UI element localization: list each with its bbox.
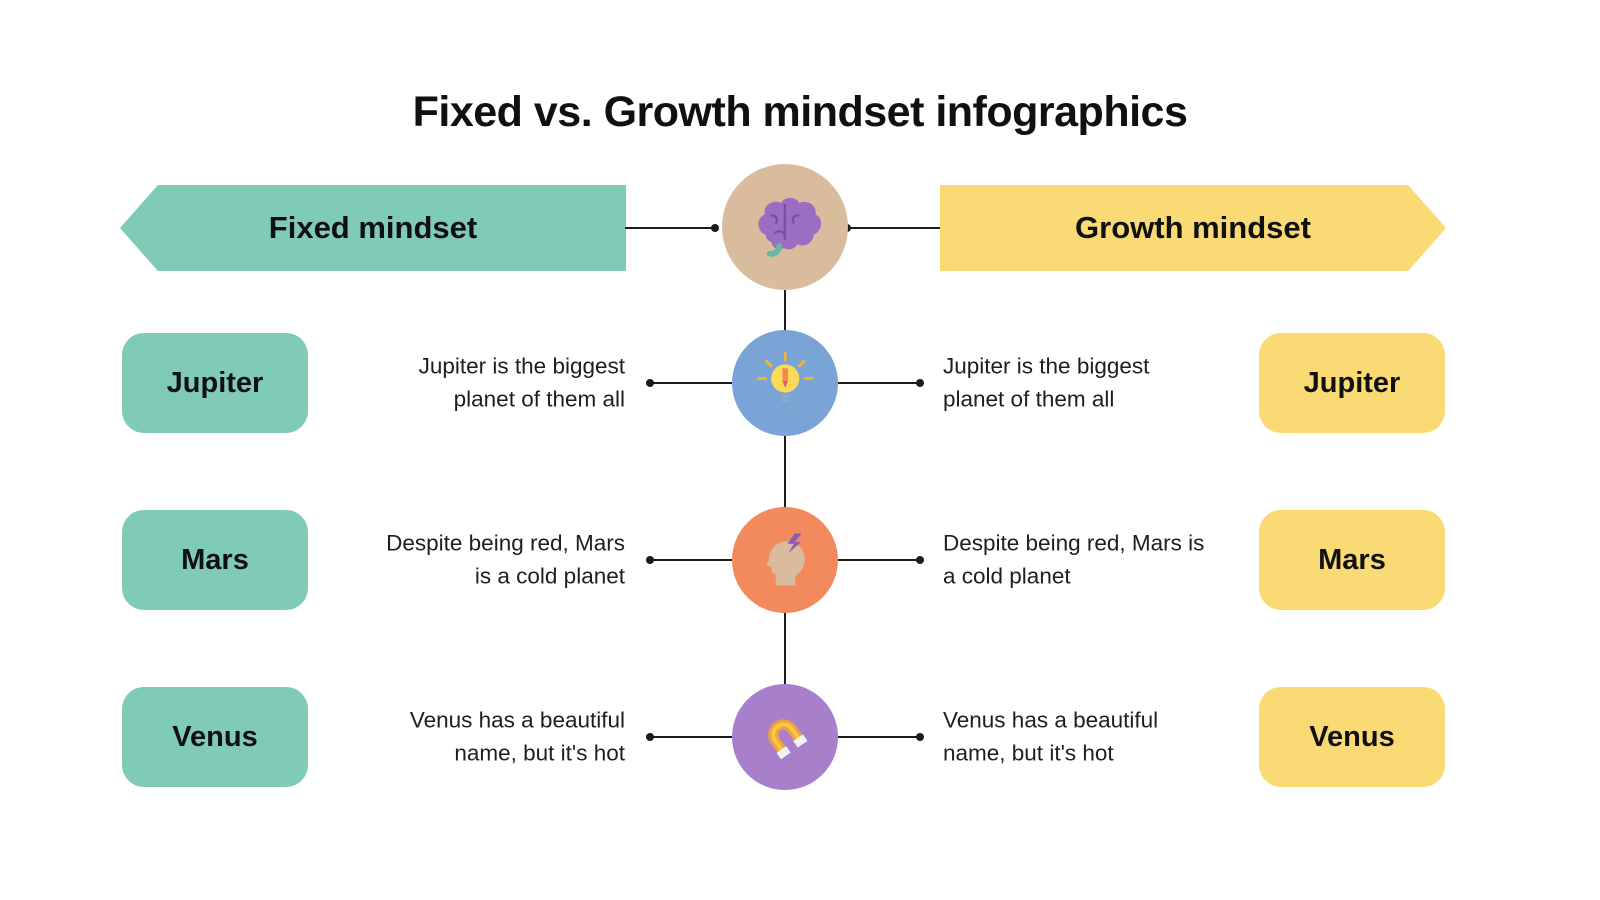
tag-label: Venus	[1309, 720, 1395, 753]
tag-label: Jupiter	[1303, 366, 1401, 399]
page-title: Fixed vs. Growth mindset infographics	[412, 88, 1188, 136]
fixed-mindset-label: Fixed mindset	[268, 210, 478, 245]
icon-circle-jupiter	[732, 330, 838, 436]
growth-desc-venus: Venus has a beautiful name, but it's hot	[943, 707, 1159, 765]
fixed-tag-mars: Mars	[122, 510, 308, 610]
row-venus: Venus Venus has a beautiful name, but it…	[0, 684, 1600, 790]
lightbulb-pencil-icon	[756, 351, 814, 402]
tag-label: Mars	[181, 543, 249, 576]
growth-tag-jupiter: Jupiter	[1259, 333, 1445, 433]
growth-desc-mars: Despite being red, Mars is a cold planet	[943, 530, 1205, 588]
fixed-desc-mars: Despite being red, Mars is a cold planet	[386, 530, 625, 588]
icon-circle-mars	[732, 507, 838, 613]
connector-line	[843, 224, 940, 232]
fixed-desc-jupiter: Jupiter is the biggest planet of them al…	[418, 353, 625, 411]
growth-tag-venus: Venus	[1259, 687, 1445, 787]
fixed-tag-jupiter: Jupiter	[122, 333, 308, 433]
tag-label: Mars	[1318, 543, 1386, 576]
row-mars: Mars Despite being red, Mars is a cold p…	[0, 507, 1600, 613]
tag-label: Venus	[172, 720, 258, 753]
fixed-tag-venus: Venus	[122, 687, 308, 787]
row-jupiter: Jupiter Jupiter is the biggest planet of…	[0, 330, 1600, 436]
brain-hub	[722, 164, 848, 290]
connector-line	[838, 733, 924, 741]
head-idea-icon	[766, 533, 805, 586]
icon-circle-venus	[732, 684, 838, 790]
fixed-desc-venus: Venus has a beautiful name, but it's hot	[409, 707, 625, 765]
connector-line	[646, 556, 732, 564]
tag-label: Jupiter	[166, 366, 264, 399]
connector-line	[838, 556, 924, 564]
brain-icon	[758, 198, 822, 257]
magnet-icon	[767, 719, 808, 760]
connector-line	[646, 733, 732, 741]
connector-line	[838, 379, 924, 387]
fixed-mindset-banner: Fixed mindset	[120, 185, 626, 271]
growth-desc-jupiter: Jupiter is the biggest planet of them al…	[943, 353, 1150, 411]
growth-mindset-label: Growth mindset	[1075, 210, 1311, 245]
connector-line	[646, 379, 732, 387]
connector-line	[625, 224, 719, 232]
growth-mindset-banner: Growth mindset	[940, 185, 1446, 271]
growth-tag-mars: Mars	[1259, 510, 1445, 610]
